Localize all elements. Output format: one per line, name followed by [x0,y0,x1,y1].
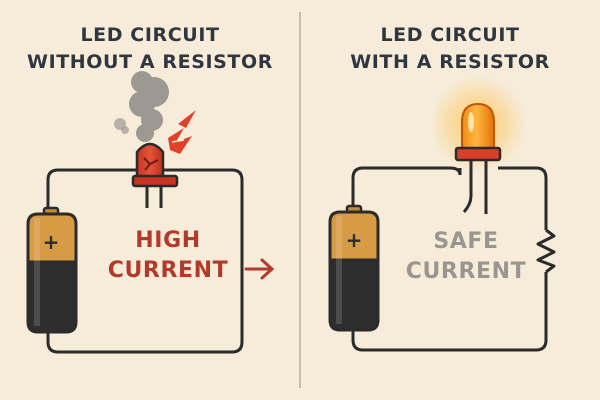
right-title-line1: LED CIRCUIT [380,24,520,46]
spark-icon [168,110,196,154]
burnt-led [131,142,179,208]
left-battery-plus-symbol: + [43,230,60,254]
resistor-icon [536,228,556,274]
left-title-line2: WITHOUT A RESISTOR [27,51,273,73]
high-current-label: HIGH CURRENT [98,226,238,286]
left-battery: + [26,206,78,334]
left-circuit: + [26,71,275,354]
glowing-led [454,102,502,214]
right-circuit: + [328,76,556,352]
high-current-line1: HIGH [135,228,201,253]
left-wire-loop [46,168,244,354]
left-title-line1: LED CIRCUIT [80,24,220,46]
arrow-right-icon [244,258,275,280]
high-current-line2: CURRENT [107,258,229,283]
right-battery: + [328,204,380,332]
left-title: LED CIRCUIT WITHOUT A RESISTOR [0,22,300,76]
safe-current-line2: CURRENT [405,259,527,284]
safe-current-line1: SAFE [433,229,499,254]
panel-divider [299,12,301,388]
right-title-line2: WITH A RESISTOR [350,51,550,73]
right-battery-plus-symbol: + [346,228,363,252]
smoke-icon [114,71,169,142]
safe-current-label: SAFE CURRENT [396,227,536,287]
right-title: LED CIRCUIT WITH A RESISTOR [300,22,600,76]
